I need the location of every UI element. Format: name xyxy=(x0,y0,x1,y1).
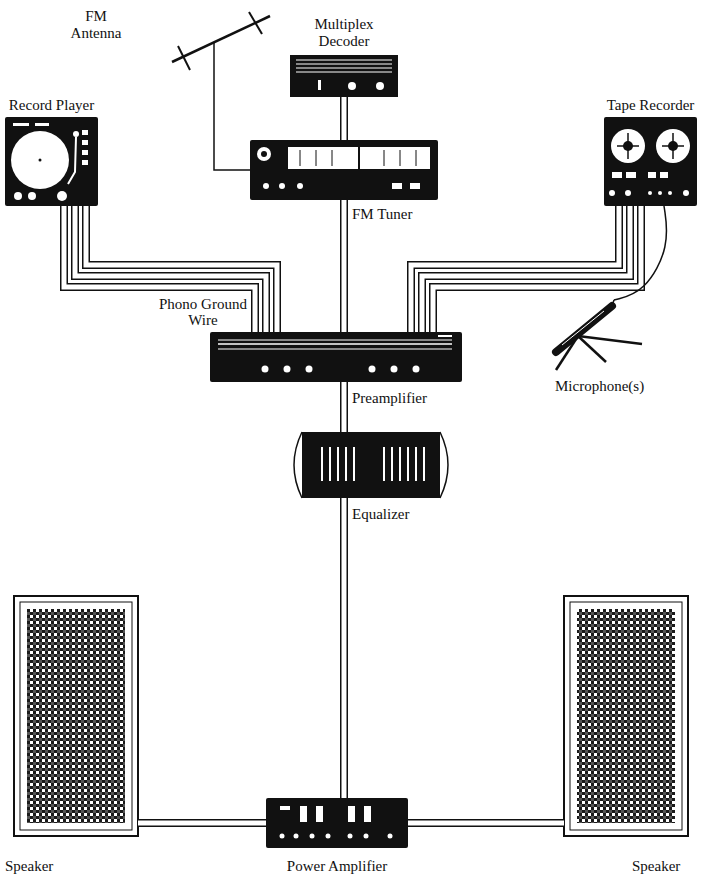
cable-line xyxy=(214,64,250,170)
cable-core xyxy=(433,206,641,332)
cable-core xyxy=(342,200,347,332)
speaker-drawing xyxy=(14,596,138,836)
cable-core xyxy=(342,498,347,798)
record-player-drawing xyxy=(5,117,98,206)
cable-line xyxy=(340,200,348,332)
wire-label: Phono Ground Wire xyxy=(158,296,248,328)
device-label: Preamplifier xyxy=(352,390,427,407)
signal-cable xyxy=(344,97,345,140)
device-label: Speaker xyxy=(632,858,680,875)
cable-core xyxy=(342,97,347,140)
speaker-drawing xyxy=(564,596,688,836)
tuner-drawing xyxy=(250,140,438,200)
cable-line xyxy=(138,819,266,827)
signal-cable xyxy=(614,206,667,300)
cable-core xyxy=(411,206,619,332)
power-amplifier-box: Power Amplifier xyxy=(266,798,408,848)
antenna-drawing xyxy=(172,12,270,70)
speaker-box: Speaker xyxy=(14,596,138,836)
device-label: Equalizer xyxy=(352,506,409,523)
signal-cable xyxy=(214,64,250,170)
signal-cable xyxy=(408,823,564,824)
device-label: Tape Recorder xyxy=(607,97,695,114)
signal-cable xyxy=(138,823,266,824)
cable-core xyxy=(408,821,564,826)
cable-line xyxy=(340,382,348,432)
device-label: FM Antenna xyxy=(67,8,125,42)
tape-recorder-drawing xyxy=(604,117,697,206)
fm-tuner-box: FM Tuner xyxy=(250,140,438,200)
signal-cable xyxy=(411,206,641,332)
microphone-drawing xyxy=(556,300,642,370)
record-player-box: Record Player xyxy=(5,117,98,206)
signal-cable xyxy=(344,498,345,798)
decoder-box: Multiplex Decoder xyxy=(290,55,398,97)
signal-cable xyxy=(344,382,345,432)
device-label: Power Amplifier xyxy=(287,858,387,875)
cable-line xyxy=(614,206,667,300)
microphone-box: Microphone(s) xyxy=(535,300,650,372)
preamplifier-drawing xyxy=(210,332,462,382)
device-label: Speaker xyxy=(5,858,53,875)
cable-line xyxy=(408,819,564,827)
cable-line xyxy=(422,206,630,332)
cable-line xyxy=(411,206,619,332)
cable-core xyxy=(422,206,630,332)
decoder-drawing xyxy=(290,55,398,97)
device-label: Multiplex Decoder xyxy=(304,16,384,50)
cable-line xyxy=(433,206,641,332)
cable-core xyxy=(86,206,277,332)
device-label: Microphone(s) xyxy=(555,378,644,395)
speaker-box: Speaker xyxy=(564,596,688,836)
equalizer-box: Equalizer xyxy=(292,432,450,498)
preamplifier-box: Preamplifier xyxy=(210,332,462,382)
equalizer-drawing xyxy=(294,432,448,498)
signal-cable xyxy=(64,206,277,332)
cable-line xyxy=(86,206,277,332)
antenna-box: FM Antenna xyxy=(168,12,274,64)
signal-cable xyxy=(344,200,345,332)
device-label: FM Tuner xyxy=(352,206,412,223)
power-amplifier-drawing xyxy=(266,798,408,848)
cable-core xyxy=(342,382,347,432)
cable-line xyxy=(340,97,348,140)
tape-recorder-box: Tape Recorder xyxy=(604,117,697,206)
cable-core xyxy=(138,821,266,826)
cable-line xyxy=(340,498,348,798)
device-label: Record Player xyxy=(9,97,94,114)
